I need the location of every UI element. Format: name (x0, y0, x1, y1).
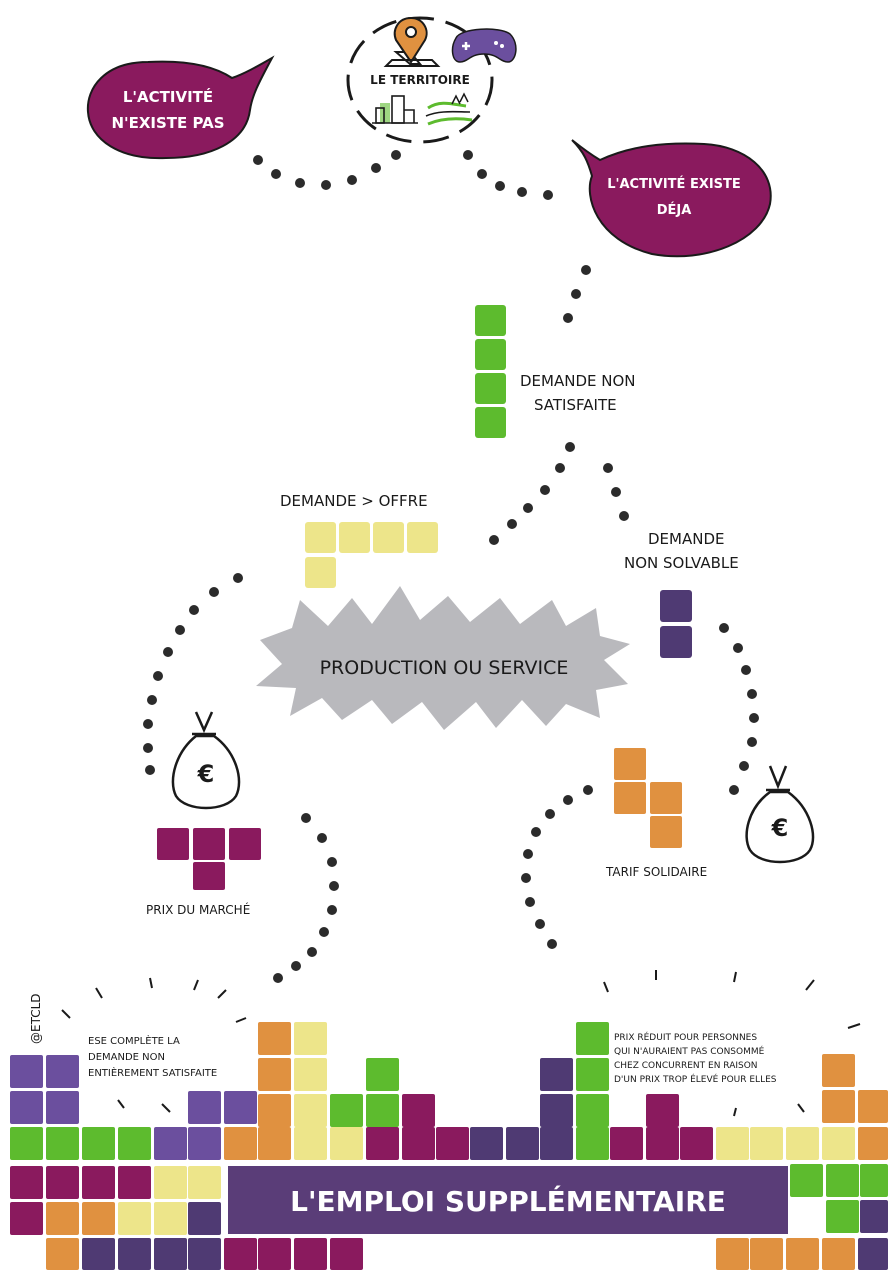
label-demande-non-satisfaite-1: DEMANDE NON (520, 372, 636, 390)
spark-lines (61, 970, 861, 1117)
credit-label: @ETCLD (29, 993, 43, 1044)
orange-block-group (614, 748, 682, 848)
dotted-connectors (143, 150, 759, 983)
plum-block-group (157, 828, 261, 890)
speech-bubble-right: L'ACTIVITÉ EXISTE DÉJA (571, 139, 772, 258)
left-note-line3: ENTIÈREMENT SATISFAITE (88, 1066, 217, 1079)
territory-dashed-circle (346, 16, 494, 144)
bubble-left-line1: L'ACTIVITÉ (123, 87, 213, 106)
euro-symbol-left: € (197, 760, 215, 788)
label-demande-non-solvable-2: NON SOLVABLE (624, 554, 739, 572)
bubble-right-line2: DÉJA (657, 202, 692, 218)
left-note-line1: ESE COMPLÈTE LA (88, 1034, 180, 1047)
emploi-banner: L'EMPLOI SUPPLÉMENTAIRE (228, 1166, 788, 1234)
money-bag-icon: € (745, 765, 815, 864)
landscape-icon (425, 92, 473, 126)
violet-block-group (660, 590, 692, 658)
money-bag-icon: € (171, 711, 241, 810)
left-note-line2: DEMANDE NON (88, 1052, 165, 1063)
label-tarif-solidaire: TARIF SOLIDAIRE (605, 865, 707, 879)
territory-cluster: LE TERRITOIRE (346, 16, 517, 144)
label-demande-non-solvable-1: DEMANDE (648, 530, 724, 548)
green-block-stack (475, 305, 506, 438)
right-note-line2: QUI N'AURAIENT PAS CONSOMMÉ (614, 1045, 765, 1057)
city-icon (372, 95, 418, 124)
banner-label: L'EMPLOI SUPPLÉMENTAIRE (290, 1184, 726, 1218)
gamepad-icon (451, 28, 517, 63)
yellow-block-group (305, 522, 438, 588)
block-wall (10, 1022, 888, 1270)
production-burst: PRODUCTION OU SERVICE (256, 586, 630, 730)
label-demande-offre: DEMANDE > OFFRE (280, 492, 428, 510)
label-demande-non-satisfaite-2: SATISFAITE (534, 396, 617, 414)
production-label: PRODUCTION OU SERVICE (320, 657, 569, 679)
map-pin-icon (383, 16, 441, 67)
euro-symbol-right: € (771, 814, 789, 842)
speech-bubble-left: L'ACTIVITÉ N'EXISTE PAS (86, 55, 275, 160)
right-note-line1: PRIX RÉDUIT POUR PERSONNES (614, 1031, 757, 1043)
territory-label: LE TERRITOIRE (370, 73, 470, 87)
right-note-line3: CHEZ CONCURRENT EN RAISON (614, 1061, 758, 1071)
label-prix-marche: PRIX DU MARCHÉ (146, 902, 250, 917)
bubble-right-line1: L'ACTIVITÉ EXISTE (607, 176, 741, 192)
right-note-line4: D'UN PRIX TROP ÉLEVÉ POUR ELLES (614, 1073, 777, 1085)
bubble-left-line2: N'EXISTE PAS (111, 114, 224, 132)
